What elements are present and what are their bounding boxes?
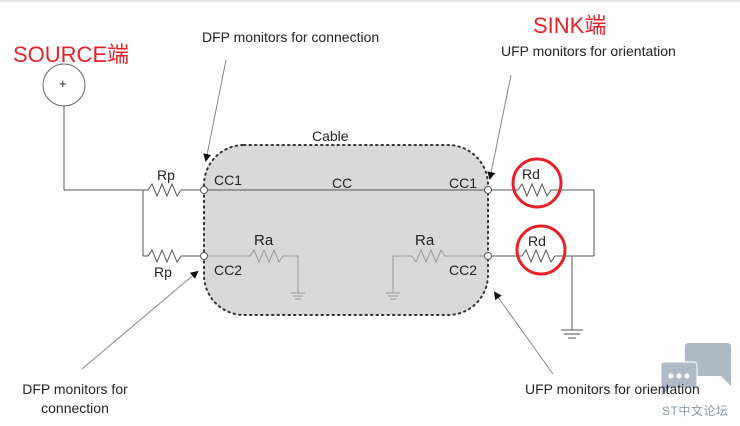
rd-top-highlight [511, 157, 563, 209]
cable-label: Cable [312, 128, 349, 144]
dfp-top-pointer [203, 59, 227, 162]
ra-left-resistor [204, 248, 299, 293]
source-title: SOURCE端 [13, 42, 130, 67]
right-cc2-label: CC2 [449, 262, 478, 278]
rp-top-resistor [143, 182, 204, 198]
rp-bottom-label: Rp [154, 264, 172, 280]
rd-top-label: Rd [522, 166, 540, 182]
cable-body [203, 144, 489, 316]
dfp-bottom-line2: connection [41, 400, 109, 416]
ufp-top-annotation: UFP monitors for orientation [501, 43, 676, 59]
chat-bubbles-icon [660, 343, 731, 399]
left-cc1-terminal [200, 186, 208, 194]
right-cc2-terminal [484, 252, 492, 260]
ufp-top-pointer [487, 74, 512, 180]
rd-bottom-resistor [488, 248, 594, 264]
top-border [0, 0, 740, 2]
rd-top-resistor [488, 182, 595, 256]
source-plus-sign: + [59, 76, 67, 91]
right-cc1-terminal [484, 186, 492, 194]
rd-bottom-highlight [515, 224, 567, 276]
right-cc1-label: CC1 [449, 175, 478, 191]
dfp-bottom-pointer [81, 270, 199, 370]
cc-label: CC [332, 175, 353, 191]
ra-left-label: Ra [254, 232, 274, 249]
rp-bottom-resistor [143, 248, 204, 264]
ufp-bottom-annotation: UFP monitors for orientation [525, 381, 700, 397]
dfp-bottom-annotation: DFP monitors for connection [14, 381, 136, 416]
ufp-bottom-pointer [493, 291, 554, 375]
rp-top-label: Rp [157, 167, 175, 183]
dfp-bottom-line1: DFP monitors for [22, 381, 128, 397]
ra-right-label: Ra [415, 232, 435, 249]
left-cc2-label: CC2 [214, 262, 243, 278]
ra-right-resistor [392, 248, 488, 293]
rd-bottom-label: Rd [528, 233, 546, 249]
dfp-top-annotation: DFP monitors for connection [202, 29, 380, 45]
watermark: ST中文论坛 [662, 404, 729, 418]
left-cc1-label: CC1 [214, 172, 243, 188]
sink-title: SINK端 [533, 13, 607, 38]
left-cc2-terminal [200, 252, 208, 260]
